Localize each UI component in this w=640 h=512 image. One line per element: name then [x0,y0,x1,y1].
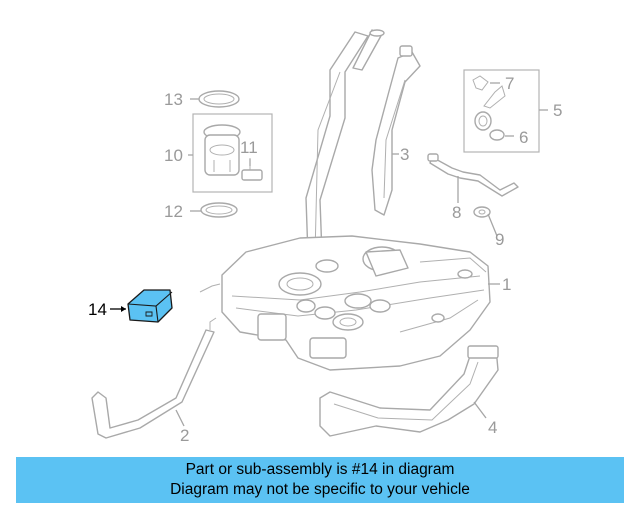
part-10-fuel-pump [203,124,241,176]
callout-1: 1 [502,275,511,294]
callout-12: 12 [164,202,183,221]
callout-8: 8 [452,203,461,222]
part-12-lock-ring [200,202,238,218]
banner-line-disclaimer: Diagram may not be specific to your vehi… [170,481,470,498]
part-8-hose [427,153,519,197]
callout-14: 14 [88,300,107,319]
part-5-group [463,69,540,153]
callout-labels: 1 2 3 4 5 6 7 8 9 10 11 12 13 14 [88,74,562,445]
part-3-shield [371,45,421,216]
part-14-module-highlighted [127,289,173,323]
part-13-seal-ring [198,90,240,108]
callout-5: 5 [553,101,562,120]
callout-3: 3 [400,145,409,164]
callout-9: 9 [495,230,504,249]
part-9-grommet [473,206,491,218]
callout-13: 13 [164,90,183,109]
part-11-sender [241,158,263,181]
filler-pipe [305,29,385,257]
callout-10: 10 [164,146,183,165]
callout-4: 4 [488,418,497,437]
part-10-box [192,113,273,193]
callout-2: 2 [180,426,189,445]
banner-line-part: Part or sub-assembly is #14 in diagram [185,461,455,478]
part-4-bracket [319,345,499,437]
callout-7: 7 [505,74,514,93]
part-info-banner: Part or sub-assembly is #14 in diagram D… [16,457,624,503]
callout-11: 11 [240,138,258,157]
part-2-strap [91,283,221,439]
fuel-pump-group [192,90,273,218]
part-1-fuel-tank [221,235,491,371]
leader-lines [110,82,548,427]
callout-6: 6 [519,128,528,147]
